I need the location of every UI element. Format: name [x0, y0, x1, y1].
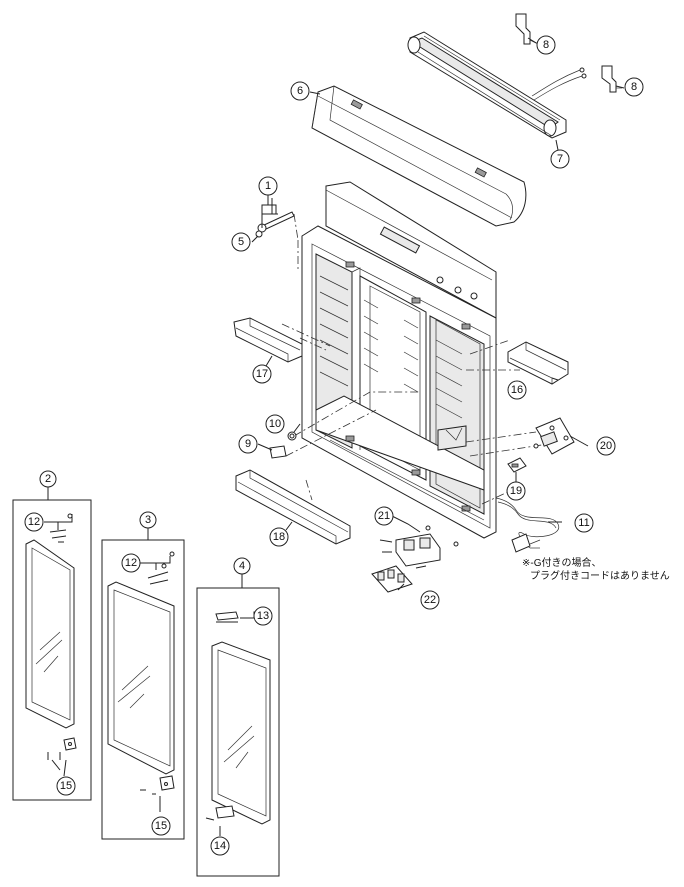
callout-label: 14 [214, 840, 226, 852]
switch-part-20 [533, 417, 575, 455]
callout-label: 9 [245, 438, 251, 450]
callout-label: 12 [125, 557, 137, 569]
callout-13: 13 [253, 606, 273, 626]
note-line-1: ※-G付きの場合、 [522, 556, 602, 569]
top-cover-part-6 [311, 85, 527, 227]
callout-11: 11 [574, 513, 594, 533]
callout-10: 10 [265, 414, 285, 434]
callout-8-upper: 8 [536, 35, 556, 55]
callout-2: 2 [39, 470, 57, 488]
callout-18: 18 [269, 527, 289, 547]
callout-label: 7 [557, 153, 563, 165]
part-19 [507, 457, 527, 473]
callout-label: 21 [378, 510, 390, 522]
assembly-leader-lines [281, 323, 549, 505]
callout-8-lower: 8 [624, 77, 644, 97]
callout-label: 10 [269, 418, 281, 430]
callout-3: 3 [139, 511, 157, 529]
callout-9: 9 [238, 434, 258, 454]
callout-5: 5 [231, 232, 251, 252]
callout-label: 3 [145, 514, 151, 526]
light-fixture-part-7 [407, 31, 587, 139]
callout-14: 14 [210, 836, 230, 856]
callout-15-box3: 15 [151, 816, 171, 836]
callout-label: 20 [600, 440, 612, 452]
callout-20: 20 [596, 436, 616, 456]
callout-15-box2: 15 [56, 776, 76, 796]
tray-part-16 [507, 341, 569, 385]
callout-label: 15 [60, 780, 72, 792]
callout-7: 7 [550, 149, 570, 169]
callout-label: 2 [45, 473, 51, 485]
outlet-part-21 [379, 525, 459, 569]
callout-22: 22 [420, 590, 440, 610]
cover-plate-part-22 [371, 565, 413, 593]
callout-label: 1 [265, 180, 271, 192]
callout-leaders [44, 37, 625, 836]
callout-label: 5 [238, 236, 244, 248]
callout-label: 19 [510, 485, 522, 497]
callout-12-box2: 12 [24, 512, 44, 532]
callout-17: 17 [252, 364, 272, 384]
bracket-part-8-right [601, 65, 622, 93]
callout-label: 6 [297, 85, 303, 97]
callout-1: 1 [258, 176, 278, 196]
callout-19: 19 [506, 481, 526, 501]
bracket-part-8-left [515, 13, 537, 45]
plate-part-9 [269, 445, 287, 459]
callout-label: 22 [424, 594, 436, 606]
callout-label: 8 [631, 81, 637, 93]
knob-part-10 [287, 431, 297, 441]
tray-part-17 [233, 317, 303, 363]
note-line-2: プラグ付きコードはありません [530, 569, 670, 582]
callout-label: 11 [578, 517, 589, 529]
callout-16: 16 [507, 380, 527, 400]
callout-4: 4 [233, 557, 251, 575]
cabinet-body [301, 181, 560, 553]
callout-label: 18 [273, 531, 285, 543]
callout-label: 15 [155, 820, 167, 832]
tray-part-18 [235, 469, 351, 545]
callout-label: 16 [511, 384, 523, 396]
door-assembly-part-2 [12, 499, 92, 801]
screw-part-1 [255, 198, 299, 270]
callout-label: 17 [256, 368, 268, 380]
callout-21: 21 [374, 506, 394, 526]
callout-label: 13 [257, 610, 269, 622]
callout-6: 6 [290, 81, 310, 101]
callout-label: 4 [239, 560, 245, 572]
door-assembly-part-3 [101, 539, 185, 840]
callout-12-box3: 12 [121, 553, 141, 573]
callout-label: 12 [28, 516, 40, 528]
callout-label: 8 [543, 39, 549, 51]
door-assembly-part-4 [196, 587, 280, 877]
